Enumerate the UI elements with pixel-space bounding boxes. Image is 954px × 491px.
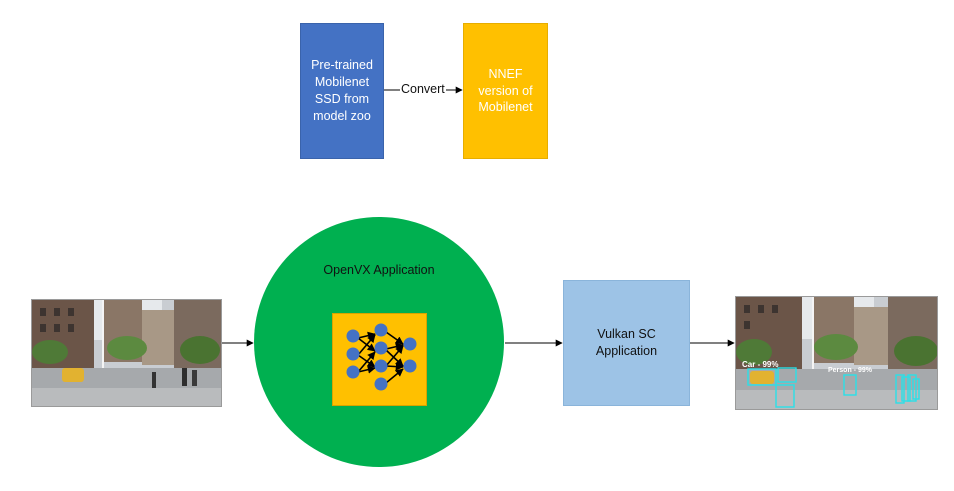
- street-photo-icon: [32, 300, 221, 406]
- openvx-application-circle: OpenVX Application: [254, 217, 504, 467]
- pretrained-model-label: Pre-trained Mobilenet SSD from model zoo: [311, 58, 373, 123]
- openvx-application-label: OpenVX Application: [323, 263, 435, 277]
- vulkan-sc-application-box: Vulkan SC Application: [563, 280, 690, 406]
- detection-label-person: Person - 99%: [828, 367, 873, 374]
- pretrained-model-box: Pre-trained Mobilenet SSD from model zoo: [300, 23, 384, 159]
- detection-box-person: [843, 374, 857, 396]
- nnef-model-label: NNEF version of Mobilenet: [478, 66, 533, 115]
- neural-network-icon: [346, 323, 417, 391]
- detection-box-car: [747, 368, 777, 386]
- neural-network-box: [332, 313, 427, 406]
- input-street-image: [31, 299, 222, 407]
- output-street-image: Car - 99% Person - 99%: [735, 296, 938, 410]
- nnef-model-box: NNEF version of Mobilenet: [463, 23, 548, 159]
- detection-label-car: Car - 99%: [742, 360, 778, 369]
- vulkan-sc-application-label: Vulkan SC Application: [595, 327, 658, 358]
- convert-label: Convert: [400, 82, 446, 96]
- street-photo-detections-icon: Car - 99% Person - 99%: [736, 297, 937, 409]
